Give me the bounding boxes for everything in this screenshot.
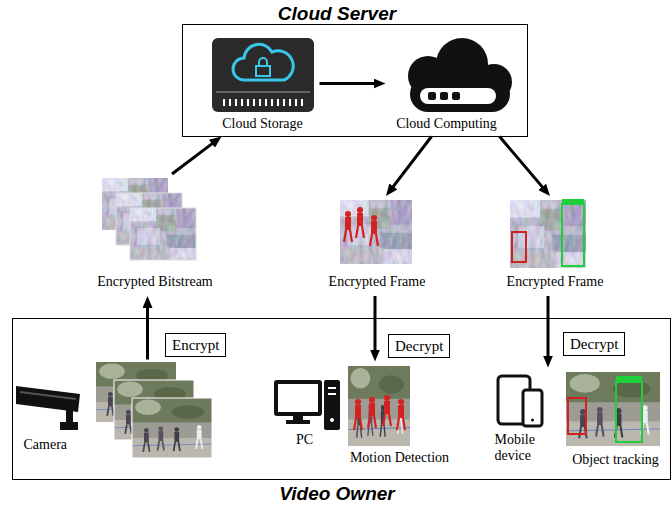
motion-result	[348, 366, 410, 446]
lock-shackle	[259, 58, 267, 66]
tracking-result	[566, 372, 660, 446]
node-label: Motion Detection	[350, 450, 449, 466]
storage-body	[212, 38, 314, 112]
camera-stripe	[20, 392, 76, 399]
storage-cloud	[233, 44, 293, 80]
encrypted-frame-image	[510, 200, 586, 268]
mobile-node: Mobile device	[494, 370, 540, 472]
node-label: Encrypted Frame	[329, 274, 426, 290]
encrypted-frame-image	[130, 208, 196, 260]
node-label: Cloud Storage	[222, 116, 303, 132]
panel-heading: Cloud Server	[278, 3, 396, 25]
motion-mask	[383, 395, 391, 426]
camera-icon	[16, 386, 80, 430]
node-label: Cloud Computing	[396, 116, 497, 132]
node-label: Encrypted Frame	[507, 274, 604, 290]
encrypted-motion-frame	[340, 200, 412, 264]
tracking-node: Object tracking	[540, 368, 666, 472]
computing-node: Cloud Computing	[386, 36, 516, 137]
motion-mask	[344, 211, 352, 242]
flow-arrow	[172, 141, 215, 174]
step-label: Decrypt	[388, 334, 450, 358]
motion-node: Motion Detection	[344, 362, 456, 472]
progress-cell	[428, 92, 436, 100]
motion-mask	[356, 207, 364, 238]
bitstream-node: Encrypted Bitstream	[90, 174, 220, 296]
video-frame-image	[132, 398, 212, 458]
frame-edge	[132, 398, 212, 458]
result-frame-image	[566, 372, 660, 446]
progress-bar	[420, 88, 496, 104]
lock-body	[256, 66, 270, 76]
tracking-tag	[616, 376, 642, 382]
tracking-tag	[562, 199, 584, 205]
frame-node: Encrypted Frame	[325, 196, 429, 296]
progress-cell	[440, 92, 448, 100]
flow-arrow	[391, 137, 432, 190]
motion-mask	[370, 215, 378, 246]
phone-button	[531, 419, 534, 422]
progress-cell	[452, 92, 460, 100]
tracking-box	[616, 382, 642, 442]
node-label: Mobile device	[495, 432, 539, 464]
pc-tower	[324, 380, 340, 430]
flow-arrow	[547, 296, 550, 360]
flow-arrow	[500, 137, 545, 190]
panel-heading: Video Owner	[279, 483, 394, 505]
tracking-box	[562, 204, 584, 266]
storage-icon	[212, 38, 314, 112]
video-frames	[96, 362, 212, 458]
node-label: Object tracking	[572, 452, 659, 468]
pc-node: PC	[270, 374, 342, 454]
power-button	[330, 418, 334, 422]
step-label: Encrypt	[165, 333, 226, 357]
camera-mount	[66, 410, 73, 424]
flow-arrow	[320, 82, 378, 85]
step-label: Decrypt	[563, 332, 625, 356]
node-label: Encrypted Bitstream	[97, 274, 212, 290]
motion-mask	[397, 399, 405, 430]
monitor-foot	[286, 420, 310, 424]
mobile-icon	[498, 376, 542, 426]
encrypted-tracking-frame	[510, 199, 586, 268]
frame-node: Encrypted Frame	[503, 196, 607, 296]
pc-icon	[276, 380, 340, 430]
storage-vents	[224, 99, 302, 106]
monitor	[276, 382, 320, 414]
monitor-stand	[293, 414, 303, 420]
server-panel: Cloud ServerCloud StorageCloud Computing	[182, 24, 528, 137]
motion-mask	[354, 399, 362, 430]
camera-node: Camera	[14, 360, 218, 460]
encrypted-bitstream-frames	[102, 178, 196, 260]
node-label: PC	[296, 432, 313, 448]
camera-body	[16, 386, 80, 412]
flow-arrow	[374, 296, 377, 354]
encrypted-frame-image	[340, 200, 412, 264]
cloud-base	[410, 76, 510, 112]
tracking-box	[568, 398, 586, 434]
flow-arrow	[146, 304, 149, 360]
phone	[523, 390, 542, 426]
storage-seam	[216, 91, 310, 93]
camera-base	[60, 422, 78, 430]
storage-node: Cloud Storage	[206, 36, 320, 137]
motion-mask	[368, 397, 376, 428]
tracking-box	[512, 232, 526, 262]
result-frame-image	[348, 366, 410, 446]
computing-icon	[408, 38, 512, 112]
tower-bays	[328, 388, 336, 394]
node-label: Camera	[24, 437, 68, 453]
frame-edge	[130, 208, 196, 260]
